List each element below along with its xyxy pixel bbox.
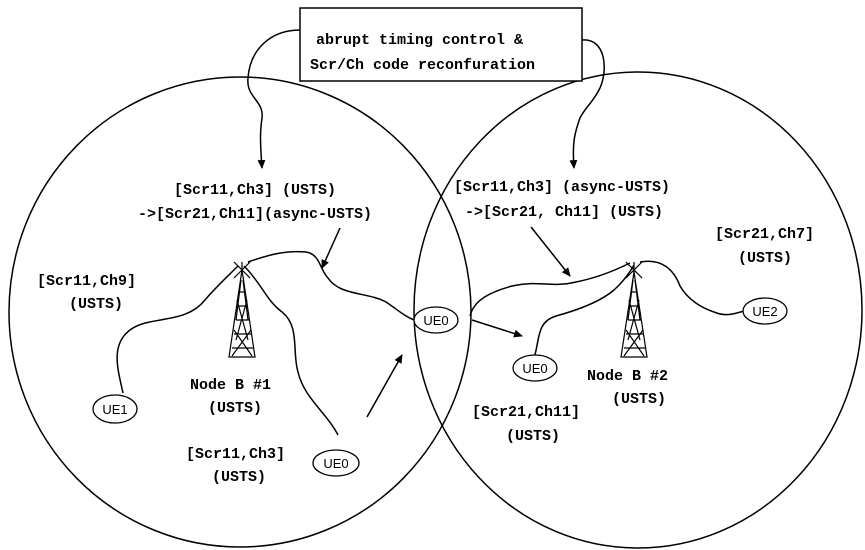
- node-b-1-label: Node B #1: [190, 377, 271, 394]
- link-ue2-node-b2: [639, 260, 749, 316]
- control-arrow-cell-2: [569, 39, 605, 169]
- link-ue0border-node-b1: [247, 250, 415, 321]
- cell-2-handover-line-1: [Scr11,Ch3] (async-USTS): [454, 179, 670, 196]
- link-ue0cell2-node-b2: [533, 264, 635, 359]
- link-ue0-node-b1: [243, 265, 339, 436]
- ue1-code-line-2: (USTS): [69, 296, 123, 313]
- control-box-line-2: Scr/Ch code reconfuration: [310, 57, 535, 74]
- ue1-code-line-1: [Scr11,Ch9]: [37, 273, 136, 290]
- ue0-border-oval: UE0: [413, 306, 459, 334]
- node-b-1-sync-label: (USTS): [208, 400, 262, 417]
- ue1-oval: UE1: [92, 394, 138, 424]
- ue0-cell-2-label: UE0: [522, 361, 547, 376]
- ue2-code-line-1: [Scr21,Ch7]: [715, 226, 814, 243]
- ue2-oval: UE2: [742, 297, 788, 325]
- node-b-1-tower-icon: [228, 261, 256, 358]
- handover-arrow-cell-2: [530, 226, 571, 277]
- ue0-border-label: UE0: [423, 313, 448, 328]
- ue0-cell-1-oval: UE0: [312, 449, 360, 477]
- control-box-line-1: abrupt timing control &: [316, 32, 523, 49]
- ue0-move-arrow-up: [366, 354, 403, 418]
- control-box: abrupt timing control & Scr/Ch code reco…: [299, 7, 583, 82]
- ue0-cell-1-code-line-2: (USTS): [212, 469, 266, 486]
- link-ue0border-node-b2: [469, 262, 631, 317]
- link-ue1-node-b1: [116, 265, 239, 394]
- node-b-2-label: Node B #2: [587, 368, 668, 385]
- ue0-cell-2-code-line-2: (USTS): [506, 428, 560, 445]
- ue0-cell-1-code-line-1: [Scr11,Ch3]: [186, 446, 285, 463]
- ue0-cell-2-oval: UE0: [512, 354, 558, 382]
- ue2-label: UE2: [752, 304, 777, 319]
- handover-arrow-cell-1: [321, 227, 341, 269]
- cell-1-handover-line-2: ->[Scr21,Ch11](async-USTS): [138, 206, 372, 223]
- ue0-cell-2-code-line-1: [Scr21,Ch11]: [472, 404, 580, 421]
- ue0-move-arrow-right: [471, 319, 523, 338]
- ue0-cell-1-label: UE0: [323, 456, 348, 471]
- cell-1-handover-line-1: [Scr11,Ch3] (USTS): [174, 182, 336, 199]
- control-arrow-cell-1: [247, 29, 301, 169]
- node-b-2-tower-icon: [620, 261, 648, 358]
- cell-2-handover-line-2: ->[Scr21, Ch11] (USTS): [465, 204, 663, 221]
- ue2-code-line-2: (USTS): [738, 250, 792, 267]
- ue1-label: UE1: [102, 402, 127, 417]
- node-b-2-sync-label: (USTS): [612, 391, 666, 408]
- cell-2-boundary: [413, 71, 863, 549]
